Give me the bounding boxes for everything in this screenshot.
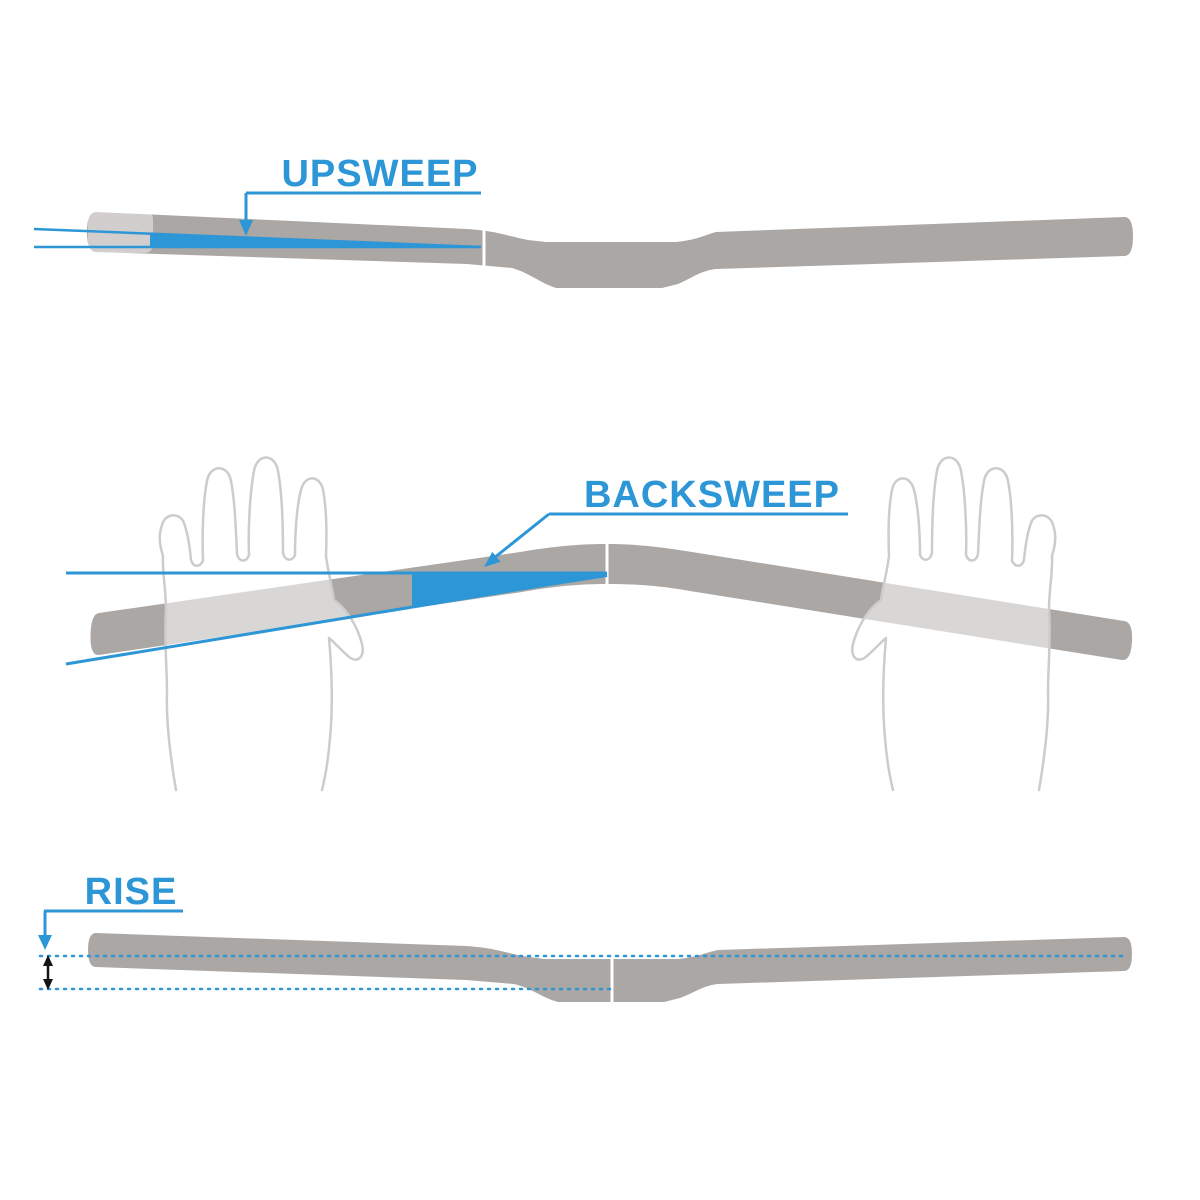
upsweep-arrowhead-icon (239, 220, 253, 236)
rise-measure-arrow (43, 955, 53, 990)
backsweep-section: BACKSWEEP (65, 456, 1133, 792)
rise-measure-arrowhead-up-icon (43, 955, 53, 966)
rise-label: RISE (85, 871, 178, 913)
upsweep-label: UPSWEEP (281, 153, 478, 195)
rise-arrowhead-icon (38, 935, 52, 950)
left-hand-outline (158, 456, 364, 792)
backsweep-callout: BACKSWEEP (484, 474, 848, 567)
backsweep-label: BACKSWEEP (584, 474, 840, 516)
upsweep-axis-line (33, 227, 482, 249)
upsweep-callout: UPSWEEP (239, 153, 481, 236)
backsweep-axis-line (65, 573, 608, 666)
backsweep-leader-line (493, 512, 550, 560)
handlebar-rise-view (88, 933, 1132, 1002)
right-hand-outline (851, 456, 1057, 792)
rise-callout: RISE (38, 871, 183, 950)
handlebar-front-view (87, 212, 1133, 288)
rise-section: RISE (38, 871, 1132, 1002)
rise-measure-arrowhead-down-icon (43, 979, 53, 990)
upsweep-section: UPSWEEP (33, 153, 1133, 288)
backsweep-arrowhead-icon (484, 551, 501, 567)
